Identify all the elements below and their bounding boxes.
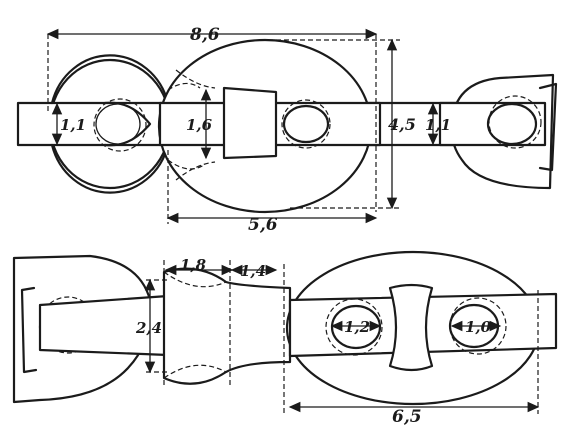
dim-neck-width: 1,4 [240,262,266,280]
dim-swivel-height: 2,4 [135,319,162,337]
dim-outer-height: 4,5 [388,115,416,134]
dim-inner-length: 5,6 [248,215,278,235]
top-chain: 8,6 5,6 4,5 1,6 1,1 1,1 [16,25,558,235]
bottom-stud [388,283,434,372]
dim-bar-right: 1,1 [425,116,451,134]
dim-link-inner-length: 6,5 [392,407,422,427]
dim-link-bar-right: 1,0 [465,318,492,336]
dim-bar-left: 1,1 [60,116,86,134]
dim-link-bar-left: 1,2 [344,318,370,336]
bottom-chain: 1,8 1,4 2,4 1,2 1,0 6,5 [12,250,558,427]
dim-stud-width: 1,6 [186,116,213,134]
top-stud [222,86,278,160]
dim-swivel-head: 1,8 [180,256,207,274]
bottom-swivel [162,267,292,385]
dim-overall-length: 8,6 [189,25,220,45]
